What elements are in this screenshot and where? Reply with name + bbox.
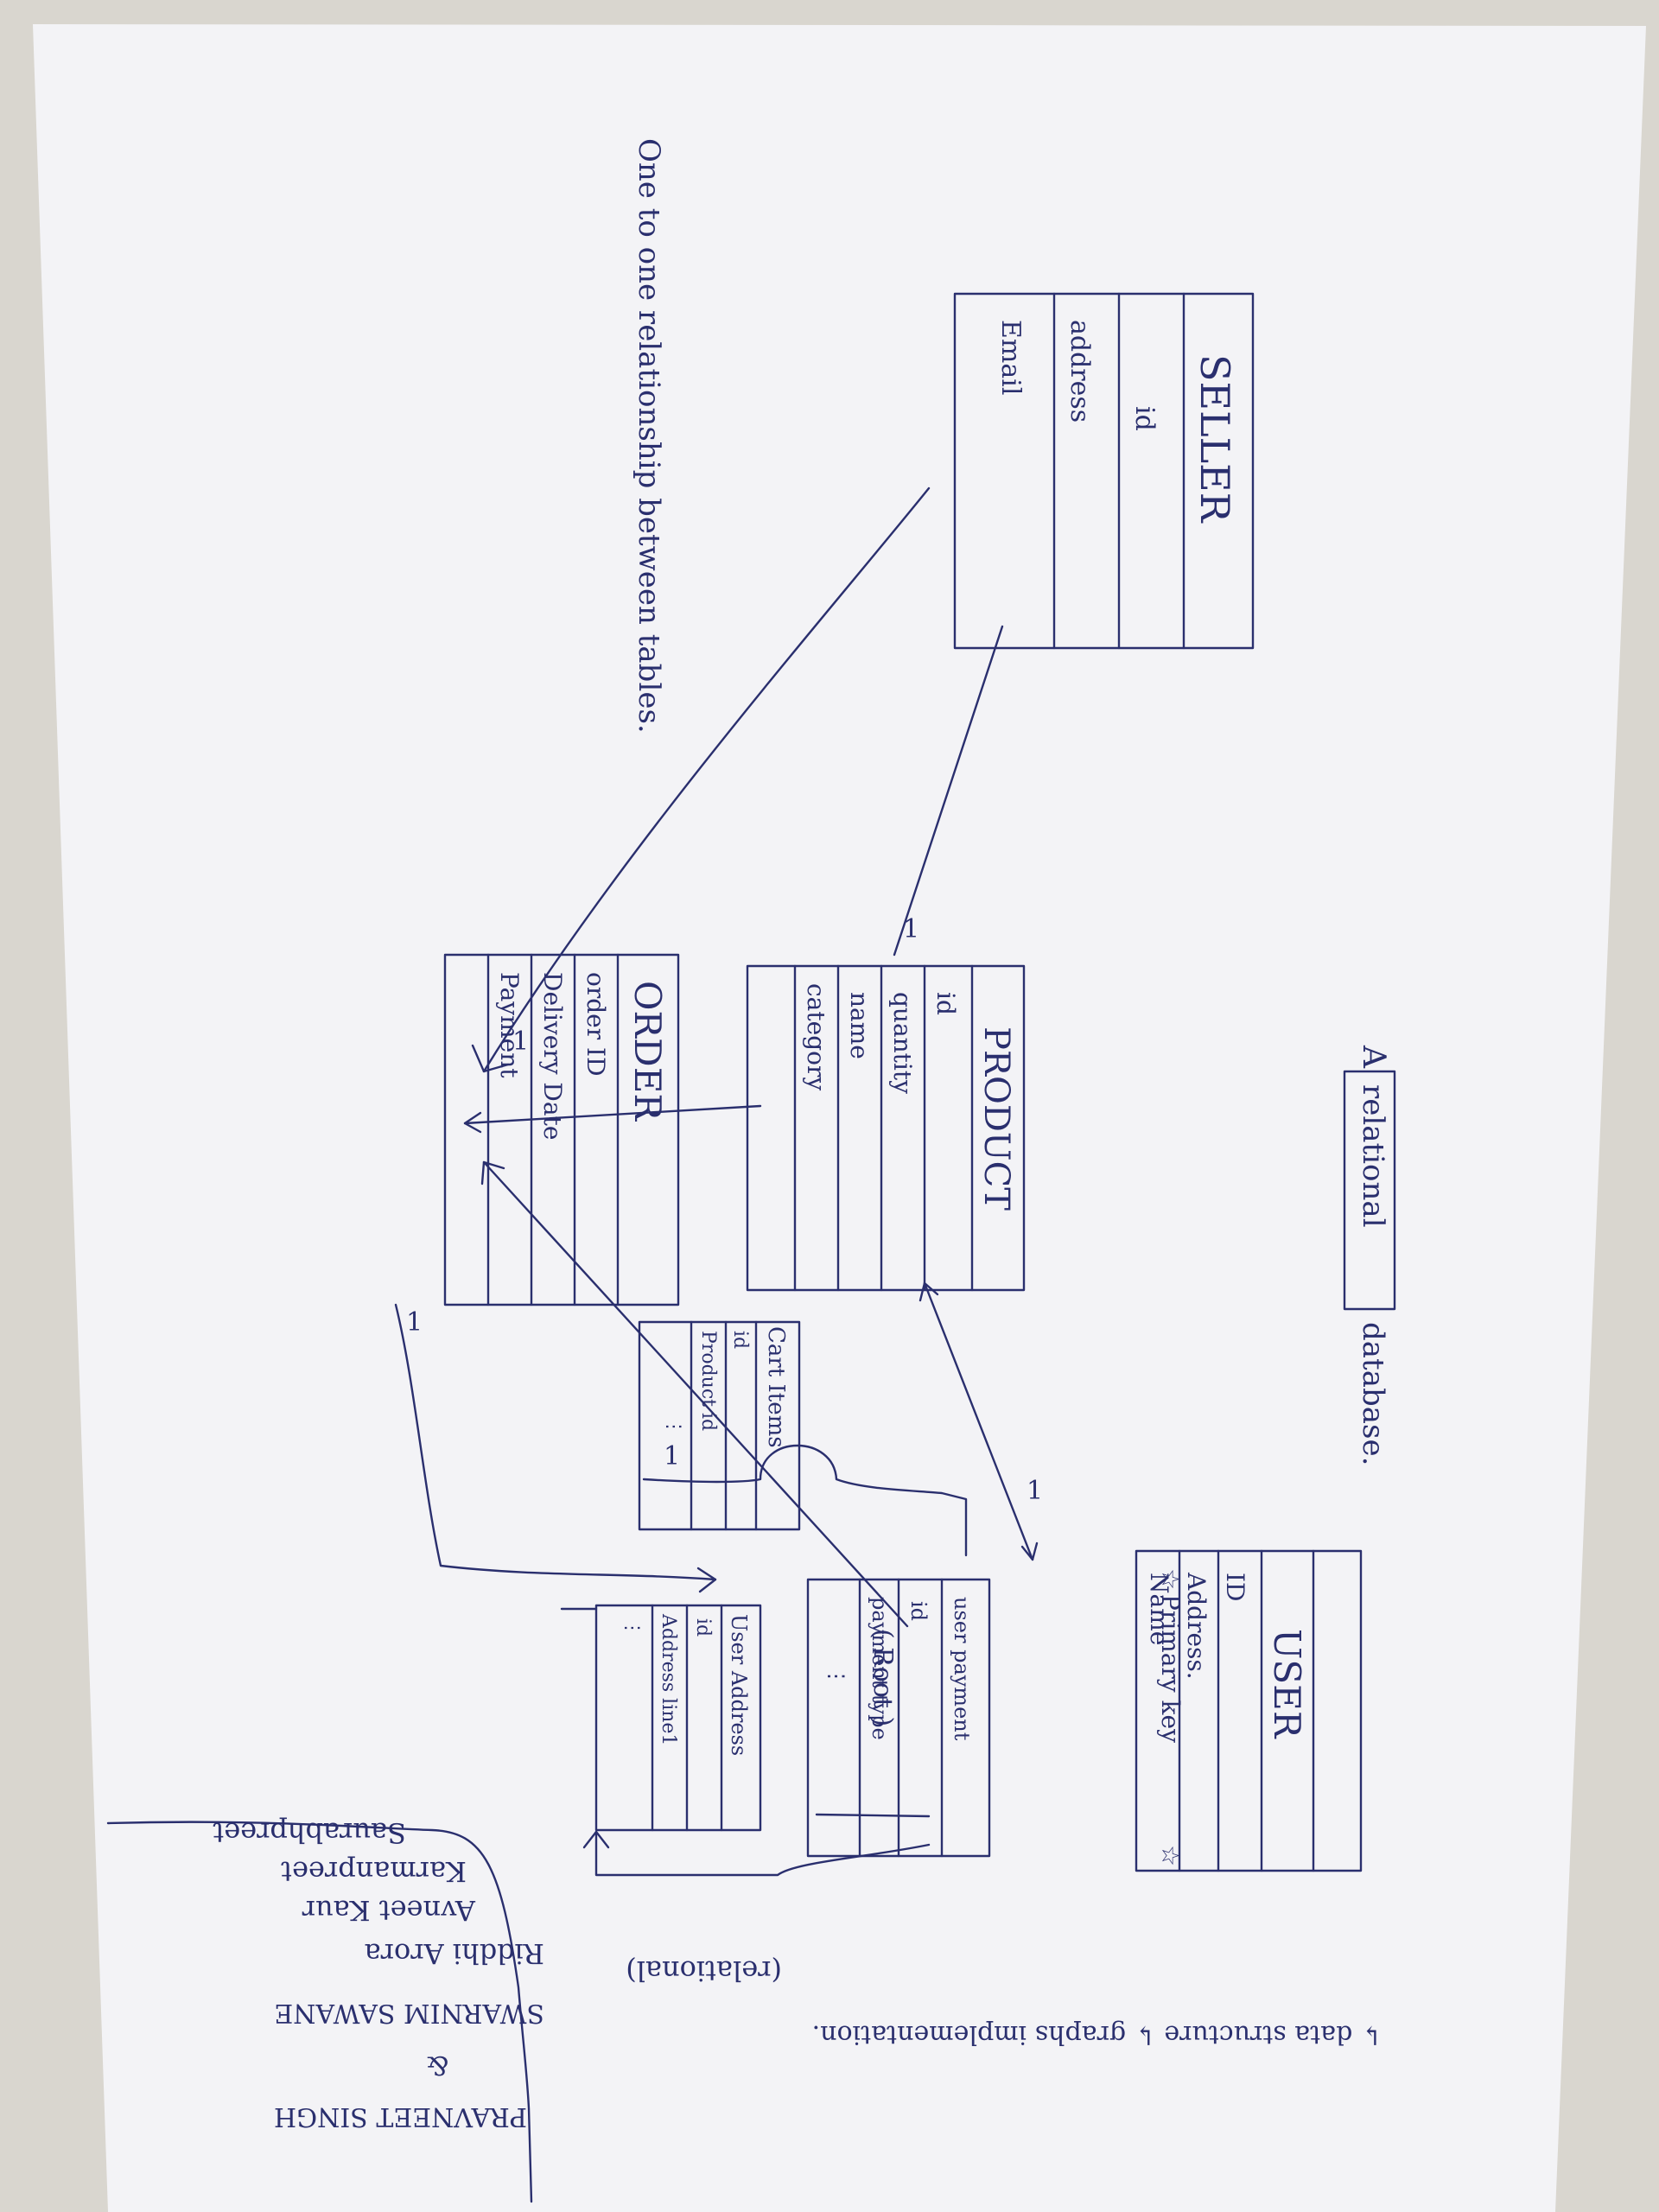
line-seller-order bbox=[482, 486, 931, 1073]
star-top-icon: ☆ bbox=[1156, 1568, 1185, 1590]
table-user-address-field-id: id bbox=[692, 1618, 714, 1637]
table-user-field-id: ID bbox=[1221, 1573, 1249, 1602]
table-user-payment-title: user payment bbox=[950, 1597, 974, 1741]
table-order-field-order-id: order ID bbox=[582, 972, 610, 1077]
line-order-user bbox=[482, 1160, 909, 1628]
name-pravneet-singh: PRAVNEET SINGH bbox=[274, 2101, 527, 2132]
table-user-address-border bbox=[594, 1604, 762, 1832]
primary-key-text: Primary key bbox=[1156, 1594, 1185, 1743]
line-seller-product bbox=[893, 625, 1004, 957]
relational-database-prefix: A bbox=[1356, 1045, 1391, 1069]
table-product: PRODUCT id quantity name category bbox=[746, 964, 1026, 1292]
table-seller-title: SELLER bbox=[1192, 354, 1238, 524]
table-product-field-category: category bbox=[802, 983, 830, 1090]
relationship-note-text: One to one relationship between tables. bbox=[632, 138, 666, 734]
table-seller: SELLER id address Email bbox=[953, 292, 1255, 650]
relational-label: (relational) bbox=[626, 1955, 782, 1987]
relationship-note: One to one relationship between tables. bbox=[632, 138, 666, 734]
table-cart-items-field-more: ⋮ bbox=[663, 1417, 684, 1436]
relational-label-text: (relational) bbox=[626, 1955, 782, 1987]
table-cart-items-field-product-id: Product id bbox=[697, 1331, 719, 1431]
relational-database-boxed: relational bbox=[1356, 1084, 1390, 1228]
arrowhead-user-address bbox=[582, 1830, 610, 1849]
arrowhead-seller-order bbox=[471, 1044, 510, 1073]
names-border bbox=[106, 1821, 533, 2203]
table-user: USER ID Address. Name bbox=[1135, 1549, 1363, 1872]
line-product-order bbox=[463, 1104, 762, 1125]
table-order-title: ORDER bbox=[626, 981, 669, 1122]
table-user-address-field-line1: Address line1 bbox=[658, 1613, 679, 1745]
arrowhead-order-user bbox=[480, 1160, 505, 1185]
card-seller-product: 1 bbox=[903, 914, 919, 944]
table-user-title: USER bbox=[1266, 1629, 1308, 1739]
relational-database-suffix: database. bbox=[1356, 1322, 1390, 1465]
table-seller-field-id: id bbox=[1129, 406, 1160, 431]
name-karmanpreet: Karmanpreet bbox=[281, 1855, 467, 1888]
line-cart-bridge bbox=[642, 1444, 968, 1557]
table-product-border bbox=[746, 964, 1026, 1292]
cardinality-marks: 1 1 1 1 1 bbox=[406, 914, 1043, 1506]
table-user-address-field-more: ⋮ bbox=[621, 1618, 643, 1637]
table-user-address-title: User Address bbox=[727, 1614, 751, 1756]
line-order-payment bbox=[394, 1303, 717, 1581]
card-seller-order: 1 bbox=[512, 1027, 529, 1057]
table-order: ORDER order ID Delivery Date Payment bbox=[443, 953, 680, 1306]
name-ampersand: & bbox=[426, 2050, 449, 2080]
root-label-text: ( Root ) bbox=[868, 1629, 898, 1726]
table-product-field-name: name bbox=[845, 992, 874, 1059]
implementation-note-text: ↳ data structure ↳ graphs implementation… bbox=[812, 2019, 1382, 2050]
table-seller-field-address: address bbox=[1065, 320, 1095, 423]
table-order-border bbox=[443, 953, 680, 1306]
relational-database-note: A relational database. bbox=[1343, 1045, 1396, 1465]
name-avneet-kaur: Avneet Kaur bbox=[302, 1894, 476, 1927]
relationship-lines bbox=[394, 486, 1039, 1877]
implementation-note: ↳ data structure ↳ graphs implementation… bbox=[812, 2019, 1382, 2050]
line-product-user bbox=[923, 1281, 1034, 1561]
arrowhead-product-order bbox=[463, 1111, 482, 1134]
relational-database-box bbox=[1343, 1070, 1396, 1311]
table-user-border bbox=[1135, 1549, 1363, 1872]
name-riddhi-arora: Riddhi Arora bbox=[365, 1937, 544, 1970]
primary-key-note: ☆ Primary key ☆ bbox=[1156, 1568, 1185, 1866]
card-cart: 1 bbox=[664, 1441, 680, 1471]
line-user-address bbox=[594, 1830, 931, 1877]
table-seller-field-email: Email bbox=[995, 320, 1026, 395]
table-order-field-payment: Payment bbox=[495, 972, 524, 1078]
table-user-payment: user payment id payment type ⋮ bbox=[806, 1578, 991, 1858]
table-product-field-id: id bbox=[931, 992, 960, 1015]
table-seller-border bbox=[953, 292, 1255, 650]
star-bottom-icon: ☆ bbox=[1156, 1845, 1185, 1866]
card-user-product: 1 bbox=[1027, 1476, 1043, 1506]
arrowhead-product-user-bottom bbox=[1020, 1541, 1039, 1561]
table-user-field-name: Name bbox=[1145, 1573, 1173, 1645]
table-user-payment-field-more: ⋮ bbox=[824, 1666, 849, 1687]
table-user-payment-field-type: payment type bbox=[868, 1597, 892, 1740]
table-user-payment-field-id: id bbox=[906, 1601, 931, 1621]
table-order-field-delivery-date: Delivery Date bbox=[538, 972, 567, 1140]
table-cart-items: Cart Items id Product id ⋮ bbox=[638, 1320, 801, 1531]
line-user-payment bbox=[815, 1813, 931, 1818]
card-order-bottom: 1 bbox=[406, 1307, 423, 1338]
names-block: Saurabhpreet Karmanpreet Avneet Kaur Rid… bbox=[213, 1816, 544, 2132]
table-user-address: User Address id Address line1 ⋮ bbox=[594, 1604, 762, 1832]
name-saurabhpreet: Saurabhpreet bbox=[213, 1816, 406, 1849]
paper-sheet bbox=[33, 24, 1646, 2212]
table-user-field-address: Address. bbox=[1182, 1572, 1211, 1680]
table-cart-items-field-id: id bbox=[729, 1331, 751, 1349]
name-swarnim-sawane: SWARNIM SAWANE bbox=[274, 1998, 544, 2028]
table-product-field-quantity: quantity bbox=[888, 992, 917, 1094]
root-label: ( Root ) bbox=[868, 1629, 898, 1726]
table-cart-items-title: Cart Items bbox=[763, 1326, 789, 1448]
table-cart-items-border bbox=[638, 1320, 801, 1531]
table-product-title: PRODUCT bbox=[976, 1027, 1016, 1211]
arrowhead-order-payment bbox=[696, 1567, 717, 1593]
